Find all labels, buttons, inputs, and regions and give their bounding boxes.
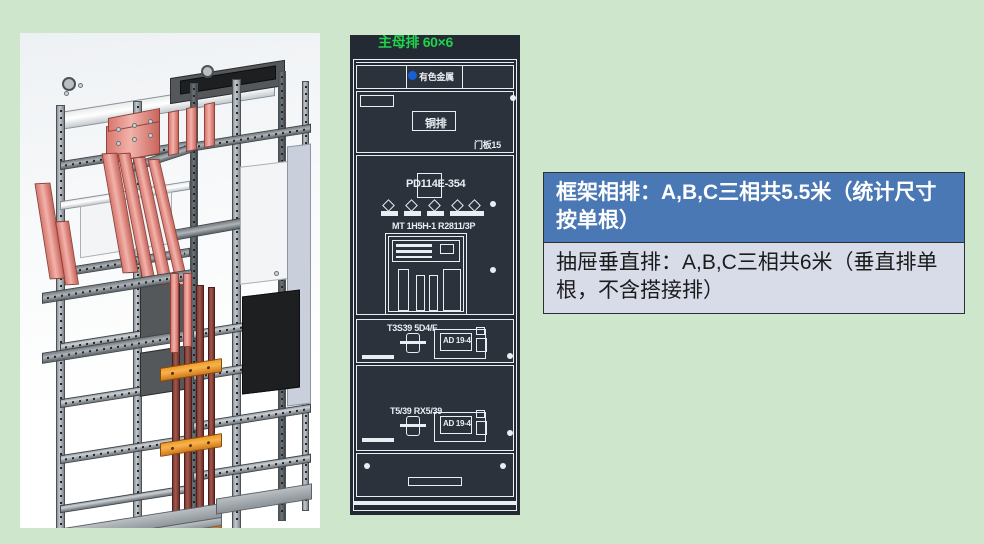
cad-drawer-meter-1: [440, 333, 472, 351]
cad-breaker-inner: [388, 236, 464, 312]
roof-lift-eye: [62, 77, 76, 91]
busbar-bolt: [116, 141, 121, 146]
door-latch-bolt: [274, 271, 279, 276]
cabinet-base-plinth: [216, 483, 312, 515]
cad-selection-grip[interactable]: [408, 71, 417, 80]
busbar-bolt: [148, 119, 153, 124]
cad-label-copper: 铜排: [425, 118, 447, 130]
busbar-bolt: [148, 133, 153, 138]
cad-label-pd: PD114E-354: [406, 178, 466, 190]
busbar-riser-tab: [204, 101, 215, 149]
cad-title-label: 主母排 60×6: [378, 35, 454, 50]
cad-drawer-shaft-2: [400, 424, 426, 427]
cad-breaker-pole: [398, 269, 409, 311]
cad-label-drawer-2: T5/39 RX5/39: [390, 406, 442, 416]
cad-tag-box: [360, 95, 394, 107]
frame-post-front-left: [56, 105, 65, 528]
cad-drawer-pilot-2: [476, 421, 487, 435]
callout-row-frame-phase: 框架相排：A,B,C三相共5.5米（统计尺寸按单根）: [544, 173, 964, 244]
cad-grip[interactable]: [364, 463, 370, 469]
vertical-busbar: [208, 287, 215, 528]
dimension-callout-box: 框架相排：A,B,C三相共5.5米（统计尺寸按单根） 抽屉垂直排：A,B,C三相…: [543, 172, 965, 314]
cad-drawer-pilot-2: [476, 410, 485, 418]
cad-label-breaker: MT 1H5H-1 R2811/3P: [392, 221, 476, 231]
cad-label-door: 门板15: [474, 140, 501, 150]
cad-label-material: 有色金属: [419, 72, 454, 82]
cad-grip[interactable]: [500, 463, 506, 469]
cad-drawer-handle-1: [362, 355, 394, 359]
frame-post-mid-right: [232, 79, 241, 528]
cad-grip[interactable]: [507, 430, 513, 436]
cad-header-divider: [462, 65, 463, 89]
cad-breaker-pole: [443, 269, 461, 311]
cad-drawer-shaft-1: [400, 341, 426, 344]
cad-compartment-breaker: [356, 155, 514, 315]
vertical-busbar: [196, 285, 204, 528]
cad-pd-highlight-box: [417, 173, 442, 198]
cad-bottom-compartment: [356, 453, 514, 497]
cad-drawer-pilot-1: [476, 338, 487, 352]
cad-header-band: [356, 65, 514, 89]
cad-grip[interactable]: [510, 95, 516, 101]
roof-bolt: [78, 83, 83, 88]
busbar-bolt: [132, 123, 137, 128]
vertical-busbar-upper: [170, 273, 179, 353]
cad-terminal: [467, 211, 484, 216]
cad-outer-frame: [353, 59, 517, 511]
cad-drawer-meter-box-2: [434, 412, 486, 442]
cad-breaker-vent: [396, 250, 432, 253]
cad-drawer-meter-box-1: [434, 329, 486, 359]
vertical-busbar-upper: [183, 273, 192, 347]
roof-lift-eye: [201, 65, 214, 78]
cad-base-line: [353, 501, 517, 505]
cad-label-meter-1: AD 19-4: [443, 336, 471, 345]
cad-drawer-unit-2: [356, 365, 514, 451]
busbar-bolt: [132, 137, 137, 142]
cad-label-drawer-1: T3S39 5D4/F: [387, 323, 438, 333]
cad-terminal: [404, 211, 421, 216]
cad-header-divider: [406, 65, 407, 89]
cad-bottom-vent: [408, 477, 462, 486]
callout-row-drawer-vertical: 抽屉垂直排：A,B,C三相共6米（垂直排单根，不含搭接排）: [544, 243, 964, 313]
cad-terminal: [450, 211, 467, 216]
cad-breaker-outer: [385, 233, 467, 315]
cad-grip[interactable]: [490, 267, 496, 273]
cad-drawer-meter-2: [440, 416, 472, 434]
cad-outer-frame-inner: [356, 62, 514, 63]
busbar-riser-tab: [168, 109, 179, 157]
cad-breaker-pole: [429, 275, 438, 311]
cad-terminal: [381, 211, 398, 216]
cad-copper-bar-box: [412, 111, 456, 131]
cabinet-3d-render-panel: [20, 33, 320, 528]
render-stage: [20, 33, 320, 528]
cad-drawer-handle-2: [362, 438, 394, 442]
cad-breaker-indicator: [440, 244, 454, 254]
cad-breaker-pole: [416, 275, 425, 311]
right-equipment-block: [242, 289, 300, 395]
cad-grip[interactable]: [507, 353, 513, 359]
cad-label-meter-2: AD 19-4: [443, 419, 471, 428]
cad-compartment-upper: [356, 91, 514, 153]
cad-drawer-pilot-1: [476, 327, 485, 335]
cad-elevation-panel: 主母排 60×6 有色金属 铜排 门板15 PD114E-354 MT 1H5H…: [350, 35, 520, 515]
busbar-riser-tab: [186, 105, 197, 153]
busbar-bolt: [116, 127, 121, 132]
roof-bolt: [64, 91, 69, 96]
cad-terminal: [427, 211, 444, 216]
cad-breaker-vent: [396, 256, 432, 258]
cad-grip[interactable]: [490, 201, 496, 207]
cad-breaker-vent: [396, 244, 432, 247]
cad-breaker-top-module: [392, 240, 460, 262]
shelf-rail: [60, 484, 190, 514]
